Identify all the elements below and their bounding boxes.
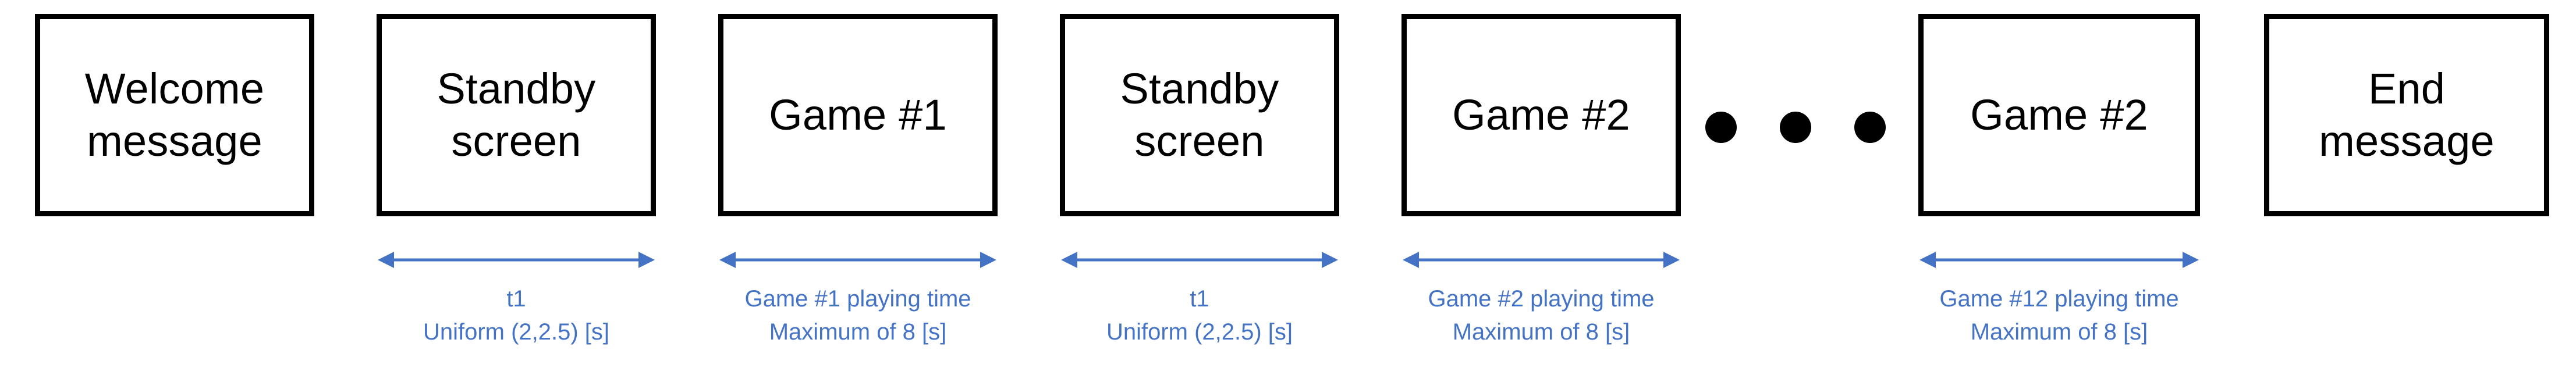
step-box-game-1: Game #1: [718, 14, 998, 216]
double-headed-arrow-icon: [1918, 247, 2200, 273]
duration-label-line-2: Maximum of 8 [s]: [1970, 319, 2148, 345]
step-box-label: Welcome message: [84, 64, 265, 165]
double-headed-arrow-icon: [1401, 247, 1681, 273]
step-box-label: Standby screen: [1120, 64, 1279, 165]
step-box-end-message: End message: [2264, 14, 2549, 216]
double-headed-arrow-icon: [377, 247, 656, 273]
ellipsis-dot-icon: [1780, 112, 1811, 143]
step-box-label: End message: [2319, 64, 2495, 165]
step-box-label: Standby screen: [437, 64, 596, 165]
step-box-label: Game #2: [1452, 90, 1630, 139]
duration-label-line-2: Uniform (2,2.5) [s]: [423, 319, 610, 345]
duration-label-line-2: Maximum of 8 [s]: [1452, 319, 1630, 345]
step-box-label: Game #1: [769, 90, 947, 139]
duration-label-line-2: Maximum of 8 [s]: [769, 319, 947, 345]
ellipsis-dot-icon: [1705, 112, 1737, 143]
duration-label-line-2: Uniform (2,2.5) [s]: [1106, 319, 1293, 345]
duration-annotation-game-2-first: Game #2 playing time Maximum of 8 [s]: [1401, 247, 1681, 349]
duration-annotation-game-12: Game #12 playing time Maximum of 8 [s]: [1918, 247, 2200, 349]
ellipsis-dots: [1705, 112, 1886, 143]
step-box-welcome-message: Welcome message: [35, 14, 314, 216]
duration-label-line-1: Game #12 playing time: [1939, 286, 2179, 312]
step-box-standby-screen-2: Standby screen: [1060, 14, 1339, 216]
duration-annotation-text: Game #2 playing time Maximum of 8 [s]: [1428, 283, 1654, 349]
double-headed-arrow-icon: [718, 247, 998, 273]
step-box-label: Game #2: [1970, 90, 2148, 139]
double-headed-arrow-icon: [1060, 247, 1339, 273]
step-box-game-2-last: Game #2: [1918, 14, 2200, 216]
ellipsis-dot-icon: [1854, 112, 1886, 143]
duration-annotation-text: Game #12 playing time Maximum of 8 [s]: [1939, 283, 2178, 349]
duration-label-line-1: Game #2 playing time: [1428, 286, 1655, 312]
duration-annotation-game-1: Game #1 playing time Maximum of 8 [s]: [718, 247, 998, 349]
duration-label-line-1: Game #1 playing time: [744, 286, 971, 312]
duration-annotation-text: t1 Uniform (2,2.5) [s]: [1106, 283, 1293, 349]
duration-label-line-1: t1: [506, 286, 526, 312]
duration-annotation-text: Game #1 playing time Maximum of 8 [s]: [744, 283, 971, 349]
duration-annotation-standby-2: t1 Uniform (2,2.5) [s]: [1060, 247, 1339, 349]
step-box-game-2-first: Game #2: [1401, 14, 1681, 216]
duration-label-line-1: t1: [1190, 286, 1209, 312]
duration-annotation-standby-1: t1 Uniform (2,2.5) [s]: [377, 247, 656, 349]
duration-annotation-text: t1 Uniform (2,2.5) [s]: [423, 283, 609, 349]
step-box-standby-screen-1: Standby screen: [377, 14, 656, 216]
